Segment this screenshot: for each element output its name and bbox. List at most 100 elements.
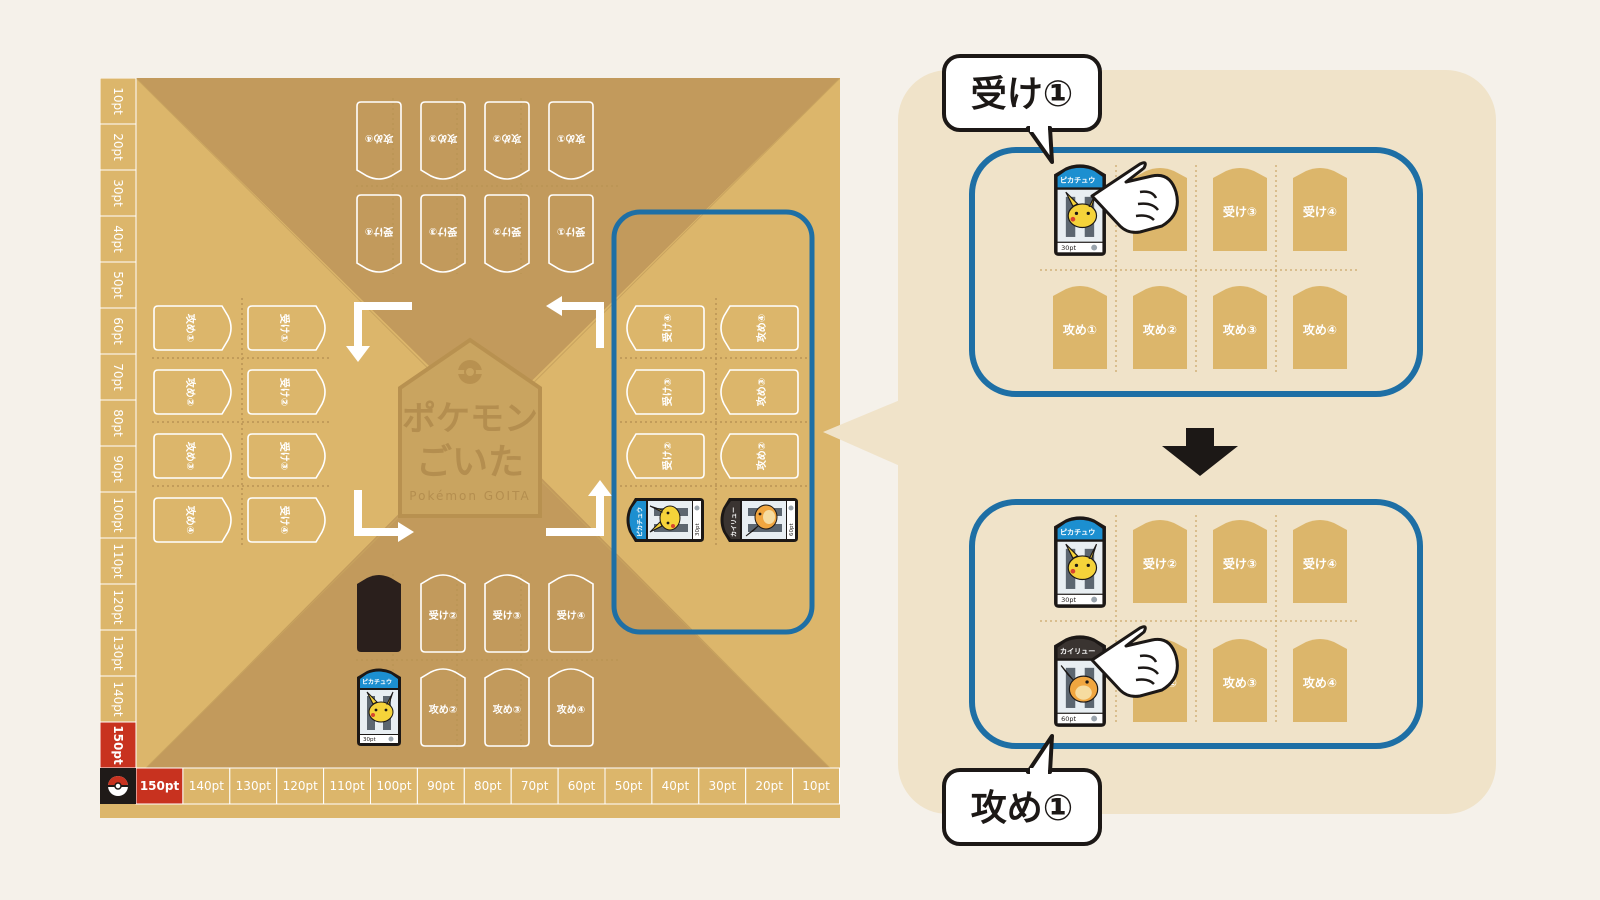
score-label: 40pt bbox=[662, 779, 690, 793]
detail-slot-label: 受け④ bbox=[1303, 204, 1337, 219]
score-cell-left: 150pt bbox=[100, 721, 137, 769]
pikachu-card-played[interactable]: ピカチュウ 30pt bbox=[357, 668, 401, 747]
slot-label: 攻め③ bbox=[493, 703, 521, 716]
score-label: 140pt bbox=[111, 681, 125, 717]
score-label: 30pt bbox=[709, 779, 737, 793]
slot-top-receive-1: 受け① bbox=[548, 194, 594, 273]
slot-label: 受け④ bbox=[278, 506, 291, 534]
board-bottom-triangle bbox=[136, 424, 840, 778]
score-label: 120pt bbox=[283, 779, 319, 793]
logo-line1: ポケモン bbox=[402, 399, 538, 439]
slot-top-receive-4: 受け④ bbox=[356, 194, 402, 273]
slot-top-receive-3: 受け③ bbox=[420, 194, 466, 273]
slot-label: 受け① bbox=[557, 225, 585, 238]
detail-slot: 攻め③ bbox=[1213, 286, 1267, 369]
pikachu-card-before[interactable]: ピカチュウ 30pt bbox=[1054, 164, 1106, 256]
score-label: 50pt bbox=[615, 779, 643, 793]
slot-label: 攻め② bbox=[493, 132, 521, 145]
slot-label: 攻め③ bbox=[429, 132, 457, 145]
slot-label: 受け④ bbox=[661, 314, 674, 342]
slot-label: 受け② bbox=[493, 225, 521, 238]
slot-top-attack-4: 攻め④ bbox=[356, 101, 402, 180]
score-cell-left: 40pt bbox=[100, 215, 137, 263]
slot-label: 受け② bbox=[661, 442, 674, 470]
detail-slot-label: 攻め③ bbox=[1223, 675, 1257, 690]
score-cell-bottom: 20pt bbox=[745, 767, 794, 805]
detail-slot: 攻め① bbox=[1053, 286, 1107, 369]
arrow-bottom-left bbox=[354, 490, 398, 536]
slot-bottom-receive-4: 受け④ bbox=[548, 574, 594, 653]
score-cell-left: 20pt bbox=[100, 123, 137, 171]
score-label: 50pt bbox=[111, 271, 125, 299]
focus-frame bbox=[611, 209, 815, 635]
before-frame bbox=[969, 147, 1423, 397]
detail-slot: 攻め④ bbox=[1293, 286, 1347, 369]
slot-label: 攻め② bbox=[755, 442, 768, 470]
detail-slot-label: 攻め③ bbox=[1223, 322, 1257, 337]
score-cell-left: 30pt bbox=[100, 169, 137, 217]
score-label: 90pt bbox=[427, 779, 455, 793]
detail-slot: 攻め④ bbox=[1293, 639, 1347, 722]
score-label: 130pt bbox=[236, 779, 272, 793]
score-label: 110pt bbox=[329, 779, 365, 793]
board-top-triangle bbox=[136, 78, 840, 424]
detail-slot: 受け④ bbox=[1293, 520, 1347, 603]
arrow-bottom-right bbox=[546, 494, 604, 536]
score-label: 60pt bbox=[111, 317, 125, 345]
score-label: 80pt bbox=[474, 779, 502, 793]
detail-slot: 受け③ bbox=[1213, 520, 1267, 603]
score-cell-bottom: 60pt bbox=[557, 767, 606, 805]
card-name: ピカチュウ bbox=[1060, 528, 1095, 537]
slot-label: 攻め③ bbox=[755, 378, 768, 406]
card-points: 30pt bbox=[695, 523, 701, 536]
slot-label: 受け③ bbox=[278, 442, 291, 470]
slot-label: 攻め④ bbox=[557, 703, 585, 716]
slot-label: 受け③ bbox=[493, 609, 521, 622]
slot-top-attack-3: 攻め③ bbox=[420, 101, 466, 180]
slot-bottom-attack-3: 攻め③ bbox=[484, 668, 530, 747]
arrow-top-left bbox=[354, 302, 412, 348]
score-cell-bottom: 140pt bbox=[182, 767, 231, 805]
detail-slot-label: 受け③ bbox=[1223, 204, 1257, 219]
slot-label: 受け① bbox=[278, 314, 291, 342]
detail-slot-label: 受け② bbox=[1143, 556, 1177, 571]
card-name: ピカチュウ bbox=[362, 678, 392, 686]
card-points: 30pt bbox=[363, 737, 376, 743]
card-points: 30pt bbox=[1061, 244, 1076, 252]
slot-label: 受け② bbox=[278, 378, 291, 406]
score-cell-left: 90pt bbox=[100, 445, 137, 493]
score-cell-bottom: 130pt bbox=[229, 767, 278, 805]
score-cell-bottom: 30pt bbox=[698, 767, 747, 805]
callout-receive-label: 受け① bbox=[971, 74, 1073, 115]
turn-direction-arrows bbox=[354, 302, 604, 536]
card-name: ピカチュウ bbox=[1060, 176, 1095, 185]
face-down-card[interactable] bbox=[357, 575, 401, 652]
pointing-hand-icon bbox=[1090, 161, 1179, 234]
card-points: 60pt bbox=[1061, 715, 1076, 723]
detail-slot-label: 攻め① bbox=[1063, 322, 1097, 337]
score-cell-left: 120pt bbox=[100, 583, 137, 631]
slot-label: 攻め② bbox=[429, 703, 457, 716]
slot-label: 攻め④ bbox=[365, 132, 393, 145]
detail-slot-label: 受け④ bbox=[1303, 556, 1337, 571]
score-label: 40pt bbox=[111, 225, 125, 253]
slot-label: 攻め④ bbox=[184, 506, 197, 534]
slot-bottom-attack-2: 攻め② bbox=[420, 668, 466, 747]
score-cell-bottom: 70pt bbox=[510, 767, 559, 805]
detail-slot-label: 攻め② bbox=[1143, 322, 1177, 337]
pointing-hand-icon-2 bbox=[1090, 625, 1179, 698]
slot-right-attack-4: 攻め④ bbox=[720, 305, 799, 351]
score-cell-left: 70pt bbox=[100, 353, 137, 401]
score-cell-left: 50pt bbox=[100, 261, 137, 309]
score-label: 80pt bbox=[111, 409, 125, 437]
